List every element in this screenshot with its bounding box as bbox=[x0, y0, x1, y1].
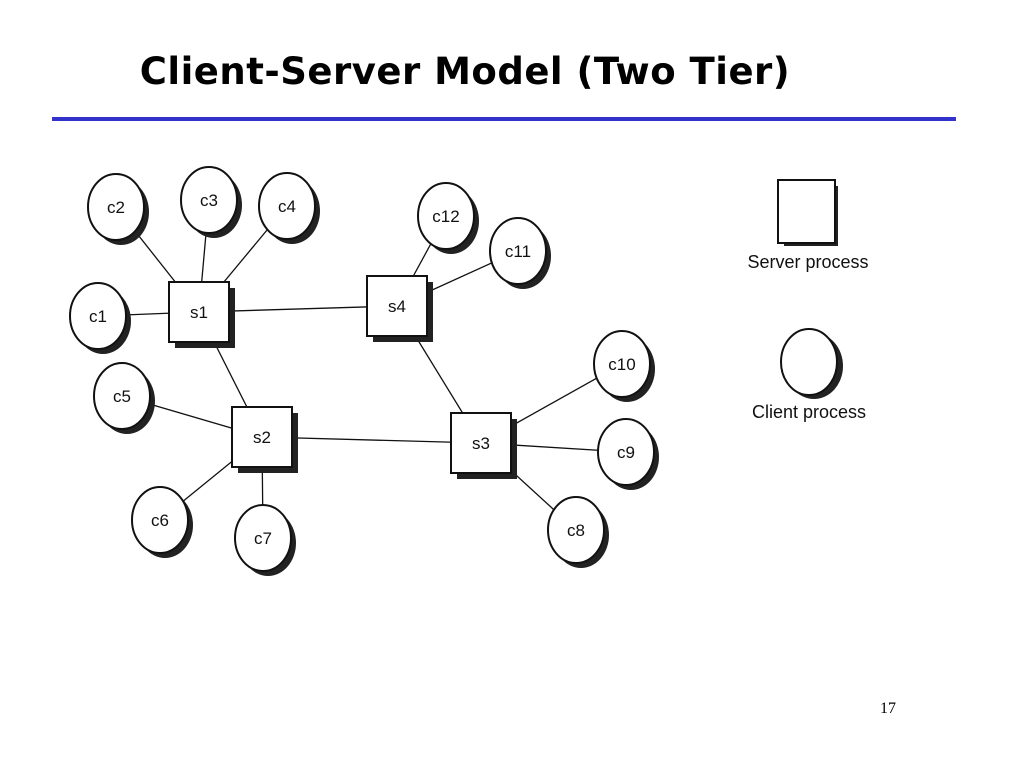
client-node-c8: c8 bbox=[547, 496, 609, 568]
server-box bbox=[450, 412, 512, 474]
server-label-s1: s1 bbox=[190, 303, 208, 322]
client-label-c11: c11 bbox=[505, 242, 531, 261]
server-node-s4: s4 bbox=[366, 275, 433, 342]
nodes-layer: s1 s2 s3 s4 c1 c2 c3 c4 c5 c6 c7 c8 c9 c10 c11 c12 bbox=[69, 166, 659, 576]
client-node-c1: c1 bbox=[69, 282, 131, 354]
legend-client-label: Client process bbox=[752, 402, 866, 422]
client-circle bbox=[69, 282, 127, 350]
client-label-c5: c5 bbox=[113, 387, 131, 406]
client-node-c11: c11 bbox=[489, 217, 551, 289]
client-label-c9: c9 bbox=[617, 443, 635, 462]
server-node-s2: s2 bbox=[231, 406, 298, 473]
legend-server-label: Server process bbox=[747, 252, 868, 272]
client-circle bbox=[234, 504, 292, 572]
client-label-c2: c2 bbox=[107, 198, 125, 217]
server-node-s3: s3 bbox=[450, 412, 517, 479]
server-box bbox=[231, 406, 293, 468]
client-label-c1: c1 bbox=[89, 307, 107, 326]
client-label-c8: c8 bbox=[567, 521, 585, 540]
client-node-c12: c12 bbox=[417, 182, 479, 254]
client-circle bbox=[258, 172, 316, 240]
client-circle bbox=[593, 330, 651, 398]
client-node-c2: c2 bbox=[87, 173, 149, 245]
link-s2-s3 bbox=[261, 436, 482, 444]
client-label-c6: c6 bbox=[151, 511, 169, 530]
client-circle bbox=[597, 418, 655, 486]
client-node-c9: c9 bbox=[597, 418, 659, 490]
client-circle bbox=[547, 496, 605, 564]
client-node-c7: c7 bbox=[234, 504, 296, 576]
client-label-c12: c12 bbox=[432, 207, 459, 226]
client-circle bbox=[93, 362, 151, 430]
server-box bbox=[168, 281, 230, 343]
server-label-s2: s2 bbox=[253, 428, 271, 447]
client-node-c3: c3 bbox=[180, 166, 242, 238]
server-box bbox=[366, 275, 428, 337]
client-node-c4: c4 bbox=[258, 172, 320, 244]
client-circle bbox=[489, 217, 547, 285]
server-label-s4: s4 bbox=[388, 297, 406, 316]
client-node-c5: c5 bbox=[93, 362, 155, 434]
slide-title: Client-Server Model (Two Tier) bbox=[139, 50, 791, 93]
title-rule bbox=[52, 117, 956, 121]
client-label-c10: c10 bbox=[608, 355, 635, 374]
client-node-c6: c6 bbox=[131, 486, 193, 558]
page-number: 17 bbox=[880, 700, 896, 717]
client-label-c7: c7 bbox=[254, 529, 272, 548]
client-circle bbox=[417, 182, 475, 250]
client-label-c4: c4 bbox=[278, 197, 296, 216]
legend-client-icon bbox=[780, 328, 838, 396]
server-label-s3: s3 bbox=[472, 434, 490, 453]
client-label-c3: c3 bbox=[200, 191, 218, 210]
server-node-s1: s1 bbox=[168, 281, 235, 348]
client-node-c10: c10 bbox=[593, 330, 655, 402]
client-circle bbox=[87, 173, 145, 241]
legend: Server process Client process bbox=[747, 179, 869, 422]
legend-server-icon bbox=[777, 179, 836, 244]
client-circle bbox=[180, 166, 238, 234]
client-circle bbox=[131, 486, 189, 554]
